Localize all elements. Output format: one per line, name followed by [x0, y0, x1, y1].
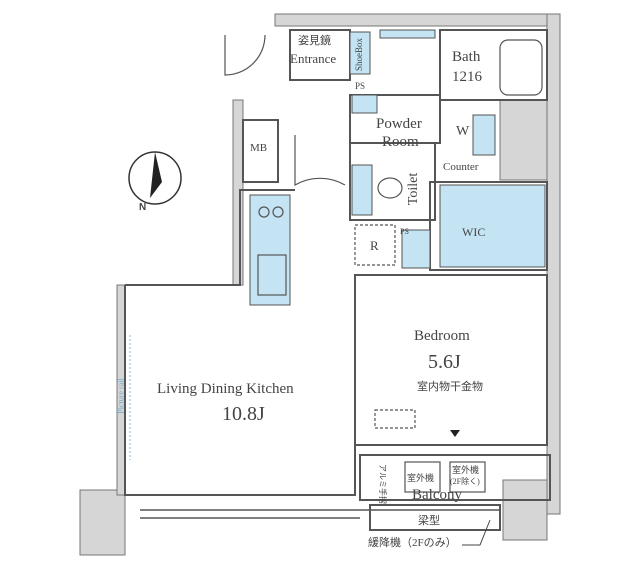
bath-room: [439, 29, 548, 101]
right-column: [499, 99, 548, 181]
top-wall: [274, 13, 561, 27]
fridge-space: [354, 224, 396, 266]
balcony-column: [502, 479, 548, 541]
ldk-size-label: 10.8J: [222, 403, 265, 425]
bathtub: [499, 39, 543, 96]
wic-label: WIC: [462, 225, 486, 239]
entrance-label: Entrance: [290, 51, 337, 66]
mb-label: MB: [250, 142, 268, 154]
toilet-label: Toilet: [406, 172, 422, 206]
counter-storage: [472, 114, 496, 156]
left-column: [79, 489, 126, 556]
toilet-storage: [351, 164, 373, 216]
outdoor-unit-1-label: 室外機: [407, 473, 435, 483]
shoe-box: [349, 31, 371, 75]
outdoor-unit-2-note: (2F除く): [450, 477, 480, 486]
mb-wall: [232, 99, 244, 286]
handrail-label: アルミ手摺: [377, 464, 387, 504]
mirror-label: 姿見鏡: [298, 35, 331, 47]
balcony-label: Balcony: [412, 487, 462, 503]
escape-ladder-label: 緩降機（2Fのみ）: [368, 537, 457, 549]
bedroom-size-label: 5.6J: [428, 351, 461, 373]
compass-north-label: N: [139, 202, 147, 213]
bedroom-label: Bedroom: [414, 328, 470, 344]
closet-dash: [374, 409, 416, 429]
wic-side-storage: [401, 229, 431, 269]
toilet-bowl: [377, 177, 403, 199]
beam-area: [369, 504, 501, 531]
wic-room: [429, 181, 548, 271]
ldk-outline: [124, 189, 356, 496]
wic-storage: [439, 184, 546, 268]
washer-label: W: [456, 124, 470, 139]
fridge-label: R: [370, 238, 379, 253]
powder-label-2: Room: [382, 134, 419, 150]
shoe-box-label: ShoeBox: [354, 37, 365, 72]
bath-label: Bath: [452, 49, 481, 65]
entrance-door: [224, 34, 266, 76]
bedroom-entry-marker: [450, 430, 460, 437]
ps-label: PS: [355, 81, 366, 91]
powder-label-1: Powder: [376, 116, 422, 132]
beam-label: 梁型: [418, 515, 440, 527]
counter-label: Counter: [443, 161, 479, 173]
kitchen-sink: [257, 254, 287, 296]
ps-mid-label: PS: [400, 227, 409, 236]
stove-burner-1: [258, 206, 270, 218]
compass-icon: [128, 151, 182, 205]
bath-size-label: 1216: [452, 69, 482, 85]
balcony-area: [359, 454, 551, 501]
right-wall: [546, 13, 561, 515]
picture-rail-label: Picture rail: [116, 378, 126, 414]
ldk-label: Living Dining Kitchen: [157, 381, 294, 397]
ldk-door: [294, 135, 346, 187]
top-storage: [379, 29, 436, 39]
ps-box: [351, 94, 378, 114]
mb-room: [242, 119, 279, 183]
stove-burner-2: [272, 206, 284, 218]
outdoor-unit-2-label: 室外機: [452, 465, 480, 475]
kitchen-counter: [249, 194, 291, 306]
drying-hardware-label: 室内物干金物: [417, 381, 483, 393]
